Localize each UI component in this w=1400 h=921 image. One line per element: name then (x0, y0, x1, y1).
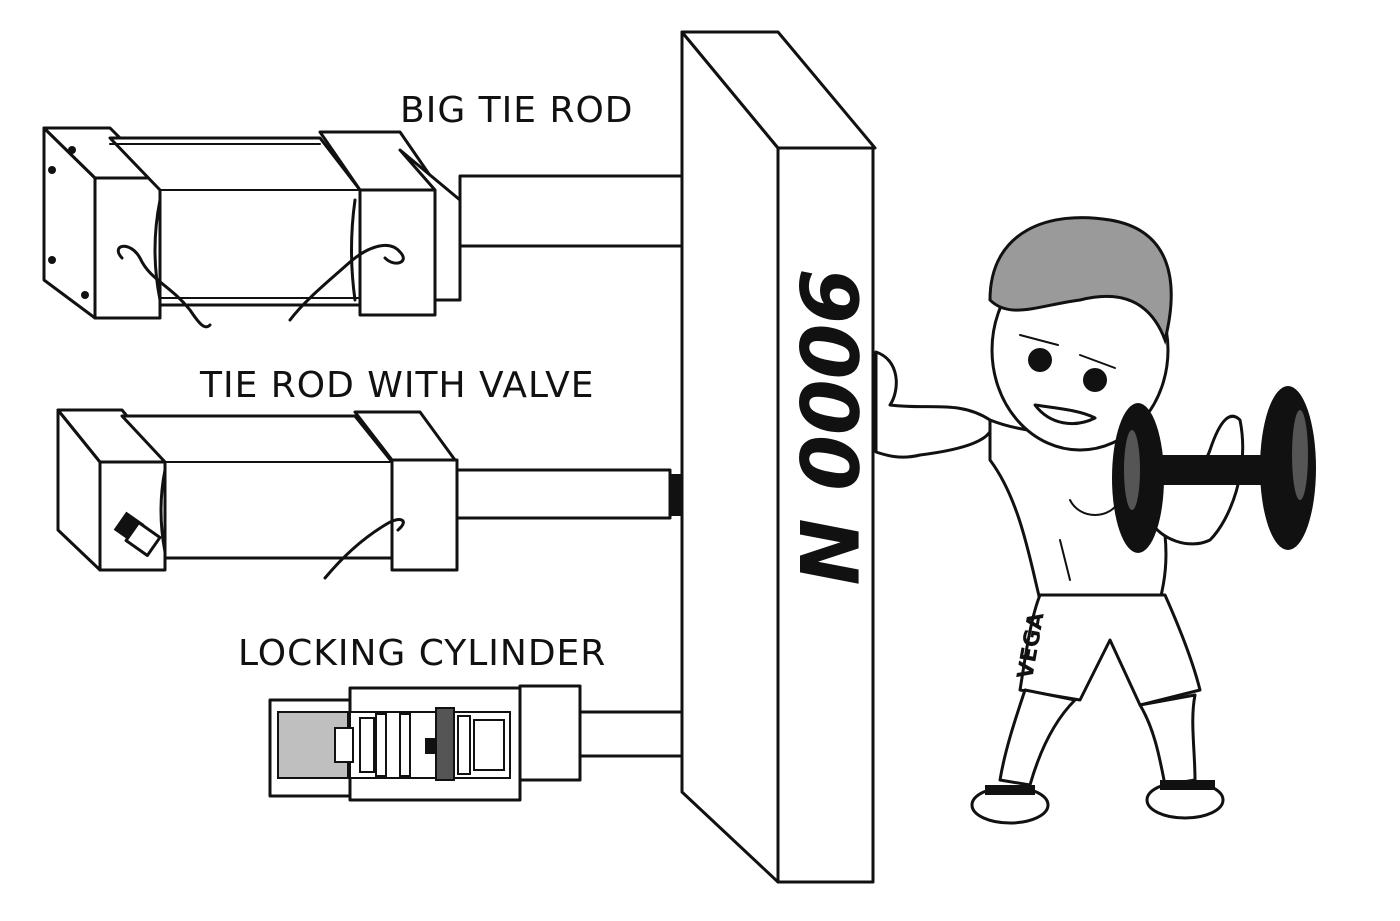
big-tie-rod-cylinder (42, 126, 754, 329)
locking-cylinder (268, 684, 728, 802)
valve-fitting (113, 511, 162, 557)
force-plate: 9000 N (680, 30, 877, 884)
label-tie-rod-with-valve: TIE ROD WITH VALVE (199, 365, 594, 406)
cartoon-weightlifter: VEGA (874, 216, 1316, 825)
label-locking-cylinder: LOCKING CYLINDER (238, 633, 606, 674)
force-value: 9000 N (781, 268, 874, 585)
dumbbell (1112, 386, 1316, 553)
label-big-tie-rod: BIG TIE ROD (400, 90, 634, 131)
tie-rod-with-valve-cylinder (56, 408, 744, 580)
